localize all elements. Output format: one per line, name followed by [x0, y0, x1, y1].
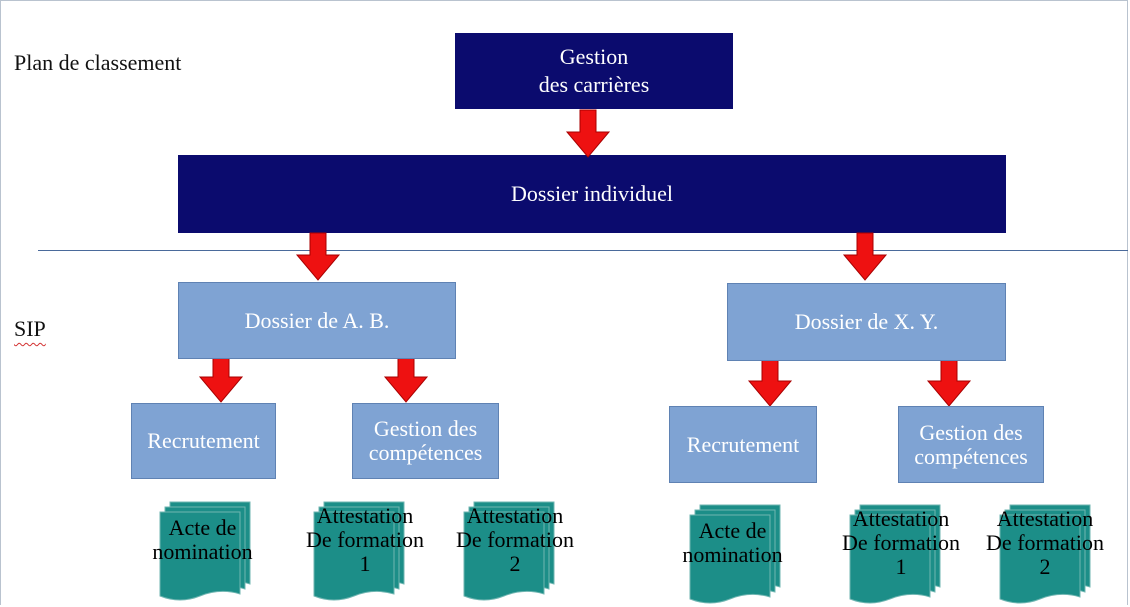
- document-stack-icon: [313, 501, 405, 601]
- document-stack-icon: [999, 504, 1091, 604]
- arrow-to-dossier-xy: [842, 232, 888, 281]
- doc-line: De formation: [306, 527, 424, 552]
- dossier-ab-box: Dossier de A. B.: [178, 282, 456, 359]
- recrutement-ab-box: Recrutement: [131, 403, 276, 479]
- attestation-1-ab-doc: Attestation De formation 1: [296, 500, 436, 601]
- document-stack-icon: [689, 504, 781, 604]
- gestion-competences-ab-line1: Gestion des: [373, 416, 478, 441]
- doc-line: Acte de: [168, 515, 237, 540]
- arrow-to-dossier-ab: [295, 232, 341, 281]
- recrutement-xy-box: Recrutement: [669, 406, 817, 483]
- document-stack-icon: [849, 504, 941, 604]
- document-stack-icon: [159, 501, 251, 601]
- gestion-competences-xy-line1: Gestion des: [919, 419, 1023, 445]
- doc-line: 1: [359, 551, 371, 576]
- dossier-ab-label: Dossier de A. B.: [244, 307, 390, 333]
- doc-line: Attestation: [466, 503, 564, 528]
- attestation-2-xy-doc: Attestation De formation 2: [982, 503, 1122, 604]
- arrow-to-recrutement-ab: [198, 354, 244, 403]
- arrow-to-dossier-individuel: [565, 109, 611, 158]
- doc-line: nomination: [682, 542, 783, 567]
- doc-line: nomination: [152, 539, 253, 564]
- gestion-des-carrieres-box: Gestion des carrières: [455, 33, 733, 109]
- doc-line: 2: [1039, 554, 1051, 579]
- acte-nomination-ab-doc: Acte de nomination: [140, 500, 265, 601]
- separator-line: [38, 250, 1128, 251]
- recrutement-ab-label: Recrutement: [147, 428, 260, 453]
- dossier-xy-box: Dossier de X. Y.: [727, 283, 1006, 361]
- gestion-des-carrieres-line1: Gestion: [559, 44, 629, 69]
- dossier-individuel-label: Dossier individuel: [511, 181, 673, 206]
- doc-line: Attestation: [852, 506, 950, 531]
- attestation-1-xy-doc: Attestation De formation 1: [832, 503, 972, 604]
- gestion-competences-ab-line2: compétences: [368, 440, 483, 465]
- doc-line: Attestation: [316, 503, 414, 528]
- doc-line: 1: [895, 554, 907, 579]
- attestation-2-ab-doc: Attestation De formation 2: [446, 500, 586, 601]
- doc-line: 2: [509, 551, 521, 576]
- arrow-to-gestion-xy: [926, 358, 972, 407]
- doc-line: Acte de: [698, 518, 767, 543]
- document-stack-icon: [463, 501, 555, 601]
- gestion-des-carrieres-line2: des carrières: [538, 72, 650, 97]
- arrow-to-recrutement-xy: [747, 358, 793, 407]
- arrow-to-gestion-ab: [383, 354, 429, 403]
- gestion-competences-xy-box: Gestion des compétences: [898, 406, 1044, 483]
- plan-de-classement-label: Plan de classement: [14, 50, 182, 75]
- dossier-individuel-box: Dossier individuel: [178, 155, 1006, 233]
- gestion-competences-xy-line2: compétences: [914, 443, 1028, 469]
- dossier-xy-label: Dossier de X. Y.: [794, 309, 939, 334]
- gestion-competences-ab-box: Gestion des compétences: [352, 403, 499, 479]
- doc-line: De formation: [842, 530, 960, 555]
- recrutement-xy-label: Recrutement: [686, 431, 800, 457]
- doc-line: De formation: [456, 527, 574, 552]
- doc-line: De formation: [986, 530, 1104, 555]
- acte-nomination-xy-doc: Acte de nomination: [670, 503, 795, 604]
- sip-label: SIP: [14, 316, 46, 341]
- doc-line: Attestation: [996, 506, 1094, 531]
